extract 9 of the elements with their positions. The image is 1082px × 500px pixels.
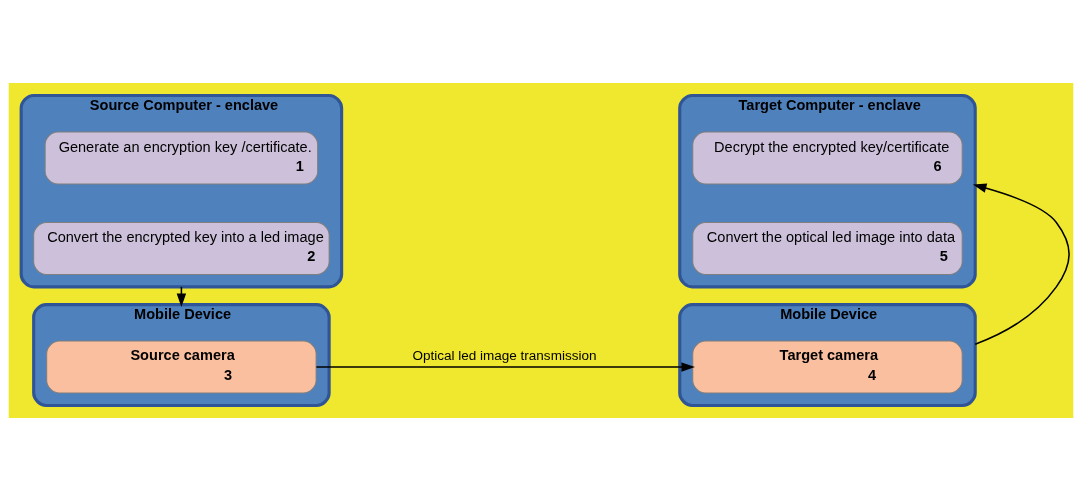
edge-label: Optical led image transmission — [412, 347, 597, 363]
node-box: Target camera 4 — [692, 340, 963, 394]
node-box: Convert the optical led image into data 5 — [692, 221, 963, 275]
arrow — [972, 183, 1070, 345]
node-box: Decrypt the encrypted key/certificate 6 — [692, 130, 963, 184]
node-box: Source camera 3 — [46, 340, 317, 394]
node-box: Generate an encryption key /certificate. 1 — [44, 130, 319, 184]
arrow — [315, 361, 695, 372]
node-box: Convert the encrypted key into a led image 2 — [33, 221, 330, 275]
